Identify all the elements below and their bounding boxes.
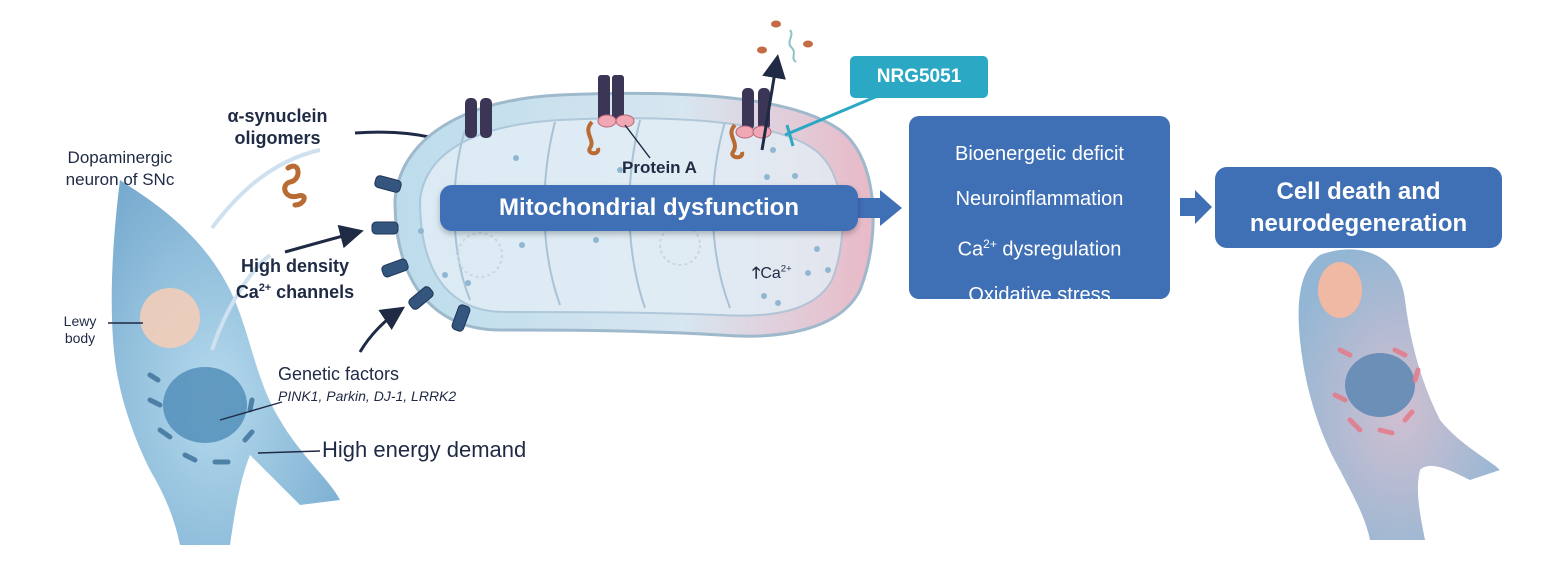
outcome-line1: Cell death and: [1276, 178, 1441, 205]
effects-box: Bioenergetic deficit Neuroinflammation C…: [909, 116, 1170, 306]
channels-label-line2: Ca2+ channels: [220, 277, 370, 303]
flow-arrows: [858, 190, 1212, 226]
channels-rest: channels: [271, 282, 355, 302]
effect-calcium-rest: dysregulation: [996, 238, 1122, 261]
calcium-sup: 2+: [780, 263, 792, 275]
genetic-genes: PINK1, Parkin, DJ-1, LRRK2: [278, 388, 457, 404]
genetic-factors-title: Genetic factors: [278, 364, 400, 384]
channels-ca: Ca: [235, 282, 259, 302]
drug-inhibition-line: [784, 93, 881, 147]
lewy-body-shape: [140, 288, 200, 348]
lewy-body-label-line2: body: [64, 330, 96, 346]
effect-bioenergetic: Bioenergetic deficit: [955, 143, 1124, 165]
neuron-label: Dopaminergic neuron of SNc: [50, 147, 190, 191]
synuclein-shape: [282, 163, 307, 208]
drug-name: NRG5051: [876, 66, 962, 87]
effect-calcium-ca: Ca: [957, 238, 984, 261]
released-particles: [757, 20, 813, 63]
calcium-up-arrow: 🡑: [752, 265, 761, 282]
outcome-line2: neurodegeneration: [1249, 210, 1468, 237]
effect-oxidative: Oxidative stress: [968, 283, 1111, 306]
drug-badge: NRG5051: [850, 56, 988, 98]
synuclein-label-line1: α-synuclein: [227, 106, 328, 126]
effect-calcium-sup: 2+: [983, 237, 997, 251]
degenerating-neuron: [1298, 249, 1500, 540]
channels-ca-sup: 2+: [258, 282, 272, 294]
healthy-neuron: [111, 180, 340, 545]
mito-dysfunction-label: Mitochondrial dysfunction: [499, 194, 799, 221]
calcium-label: 🡑Ca2+: [752, 262, 792, 289]
lewy-body-label: Lewy body: [55, 313, 105, 347]
mito-dysfunction-box: Mitochondrial dysfunction: [440, 185, 858, 231]
leader-lines: [108, 322, 321, 454]
energy-demand-label: High energy demand: [322, 437, 527, 462]
calcium-ca: Ca: [760, 265, 781, 282]
protein-a-label: Protein A: [622, 158, 697, 177]
effect-neuroinflammation: Neuroinflammation: [955, 188, 1124, 210]
effect-calcium: Ca2+ dysregulation: [909, 222, 1170, 273]
lewy-body-label-line1: Lewy: [63, 313, 97, 329]
synuclein-label-line2: oligomers: [234, 128, 321, 148]
outcome-box: Cell death and neurodegeneration: [1215, 167, 1502, 248]
channels-label: High density Ca2+ channels: [220, 255, 370, 303]
channels-label-line1: High density: [240, 256, 349, 276]
neuron-label-line1: Dopaminergic: [67, 148, 173, 167]
nucleus-shape: [163, 367, 247, 443]
neuron-label-line2: neuron of SNc: [65, 170, 175, 189]
synuclein-label: α-synuclein oligomers: [215, 105, 340, 149]
